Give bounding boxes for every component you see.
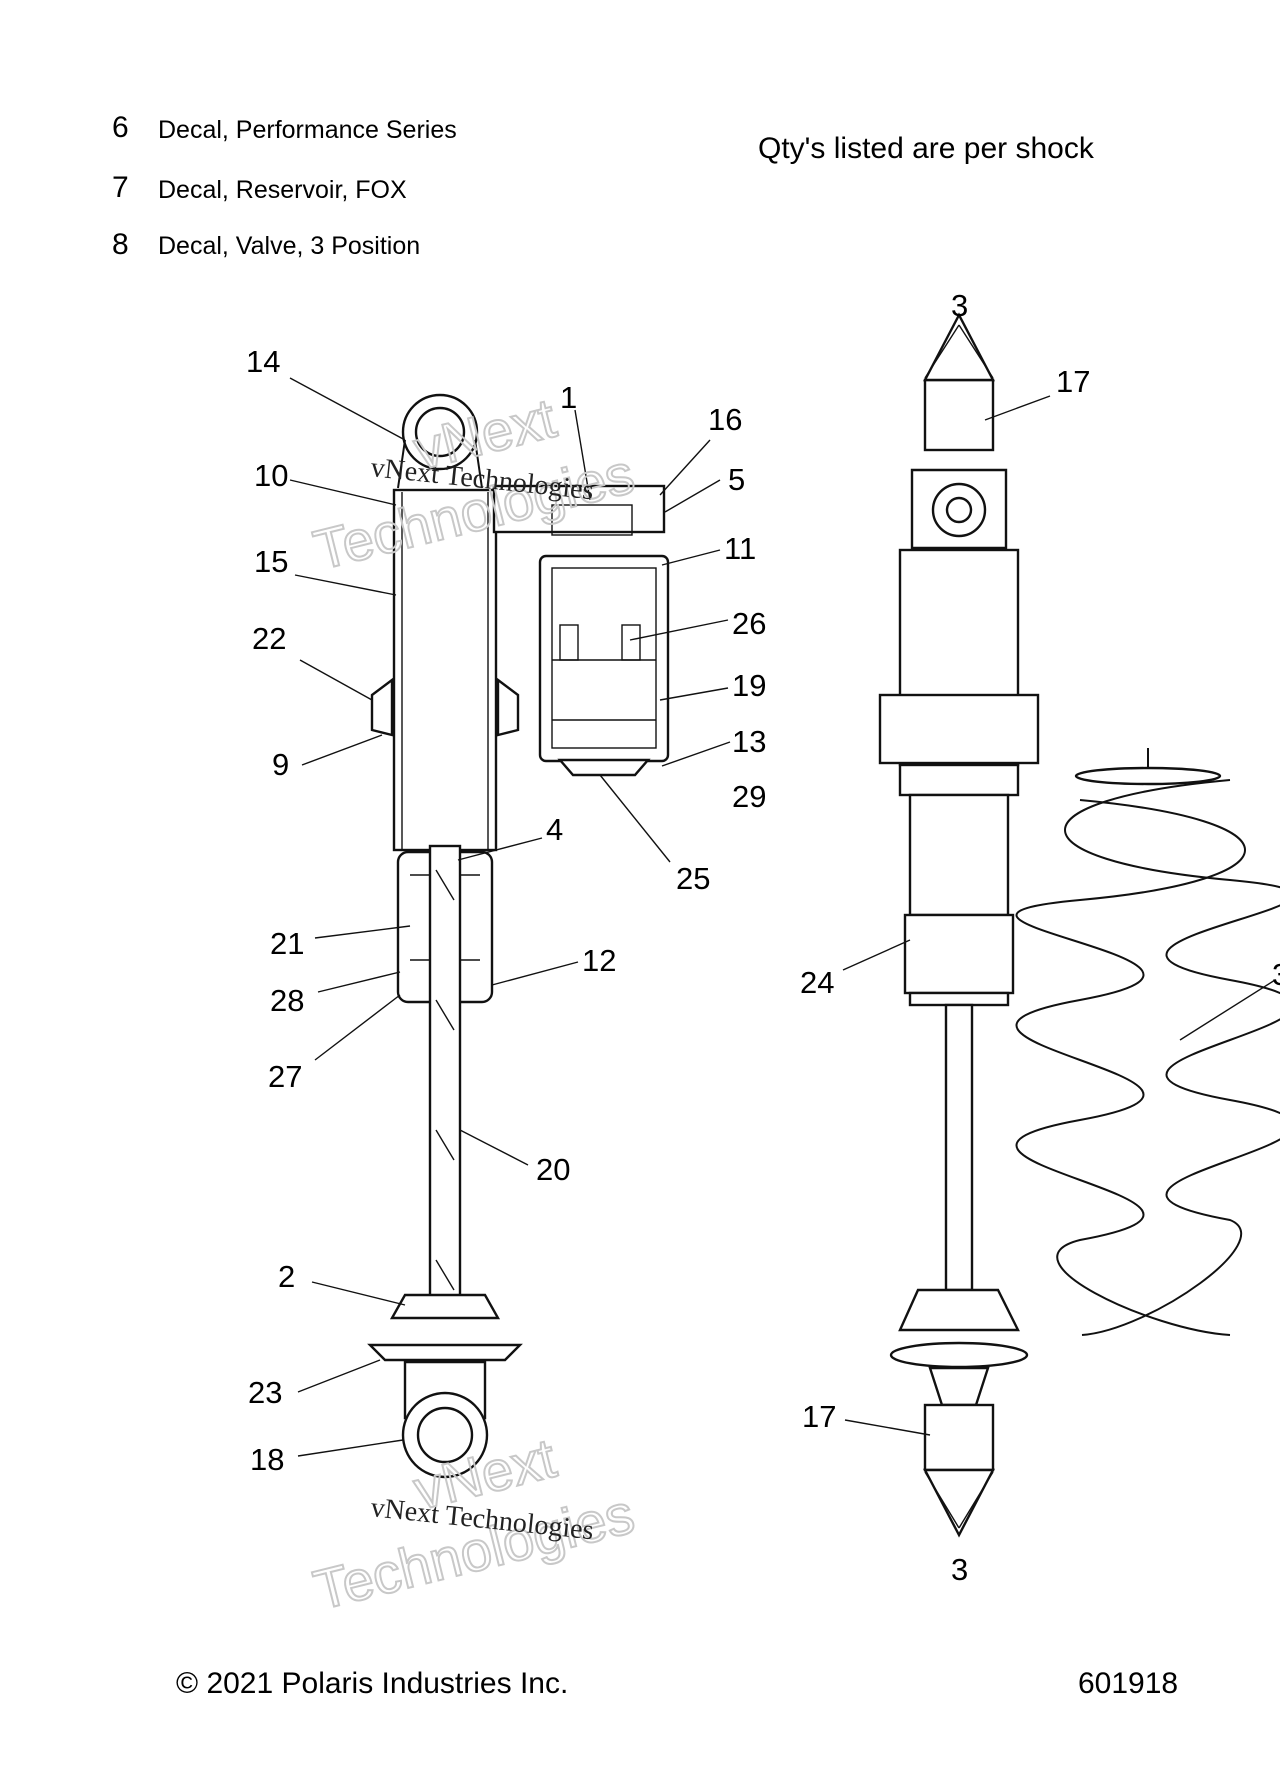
parts-legend: 6 Decal, Performance Series 7 Decal, Res… (112, 111, 457, 261)
callout-label: 25 (676, 861, 710, 896)
callout-label: 11 (724, 531, 756, 566)
watermark-bottom: vNext Technologies vNext Technologies (307, 1425, 641, 1623)
callout-labels: 14 1 16 5 10 11 15 26 22 19 9 13 29 4 25… (246, 288, 1280, 1587)
callout-label: 1 (560, 380, 577, 415)
callout-label: 14 (246, 344, 280, 379)
callout-label: 16 (708, 402, 742, 437)
copyright-text: © 2021 Polaris Industries Inc. (176, 1667, 568, 1700)
quantity-note: Qty's listed are per shock (758, 132, 1095, 165)
callout-label: 2 (278, 1259, 295, 1294)
callout-label: 3 (951, 1552, 968, 1587)
callout-label: 9 (272, 747, 289, 782)
callout-label: 3 (951, 288, 968, 323)
callout-label: 26 (732, 606, 766, 641)
leader-lines (289, 324, 1276, 1529)
callout-label: 17 (802, 1399, 836, 1434)
legend-number: 6 (112, 111, 129, 144)
legend-number: 8 (112, 228, 129, 261)
figure-number: 601918 (1078, 1667, 1178, 1700)
mounting-cones (923, 312, 995, 1538)
callout-label: 27 (268, 1059, 302, 1094)
callout-label: 19 (732, 668, 766, 703)
callout-label: 3 (1272, 957, 1280, 992)
legend-text: Decal, Performance Series (158, 116, 457, 144)
callout-label: 23 (248, 1375, 282, 1410)
callout-label: 28 (270, 983, 304, 1018)
callout-label: 29 (732, 779, 766, 814)
legend-text: Decal, Valve, 3 Position (158, 232, 420, 260)
callout-label: 21 (270, 926, 304, 961)
callout-label: 12 (582, 943, 616, 978)
callout-label: 10 (254, 458, 288, 493)
legend-text: Decal, Reservoir, FOX (158, 176, 407, 204)
callout-label: 13 (732, 724, 766, 759)
callout-label: 24 (800, 965, 834, 1000)
callout-label: 15 (254, 544, 288, 579)
callout-label: 4 (546, 812, 563, 847)
callout-label: 17 (1056, 364, 1090, 399)
legend-number: 7 (112, 171, 129, 204)
coil-spring (1015, 748, 1280, 1336)
callout-label: 18 (250, 1442, 284, 1477)
callout-label: 20 (536, 1152, 570, 1187)
callout-label: 22 (252, 621, 286, 656)
shock-cross-section (367, 393, 670, 1479)
callout-label: 5 (728, 462, 745, 497)
shock-assembled-view (878, 378, 1040, 1472)
